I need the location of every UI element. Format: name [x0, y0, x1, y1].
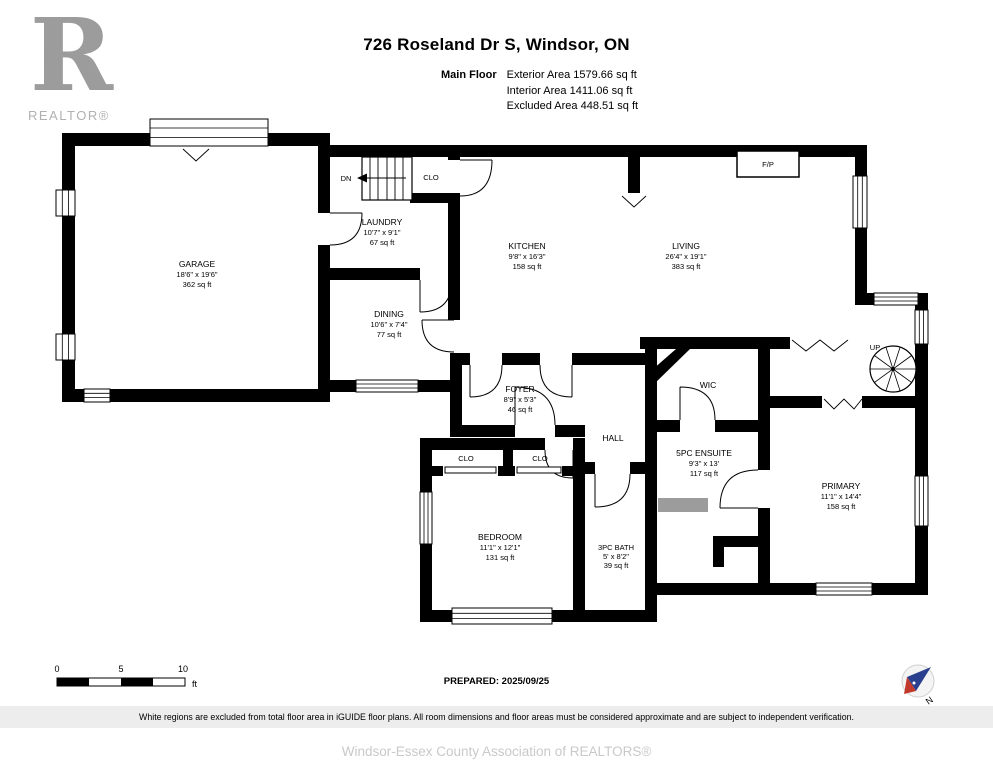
- scale-unit: ft: [192, 679, 198, 689]
- realtor-logo: R REALTOR®: [28, 2, 146, 123]
- interior-area: Interior Area 1411.06 sq ft: [506, 84, 633, 97]
- hall-label: HALL: [602, 433, 624, 443]
- north-label: N: [924, 695, 935, 707]
- scale-tick-0: 0: [54, 664, 59, 674]
- disclaimer-bar: White regions are excluded from total fl…: [0, 706, 993, 728]
- dining-dims: 10'6" x 7'4": [371, 320, 408, 329]
- floor-label: Main Floor: [441, 69, 497, 81]
- laundry-area: 67 sq ft: [370, 238, 396, 247]
- bath-area: 39 sq ft: [604, 561, 630, 570]
- garage-dims: 18'6" x 19'6": [176, 270, 217, 279]
- scale-bar: 0 5 10 ft: [54, 664, 197, 689]
- realtor-logo-mark: R: [30, 0, 114, 114]
- excluded-area: Excluded Area 448.51 sq ft: [506, 100, 639, 112]
- opening-marks: [182, 148, 863, 410]
- floor-summary: Main Floor Exterior Area 1579.66 sq ft I…: [441, 68, 638, 115]
- kitchen-label: KITCHEN: [508, 241, 545, 251]
- realtor-logo-text: REALTOR®: [28, 108, 110, 123]
- wic-label: WIC: [700, 380, 717, 390]
- kitchen-area: 158 sq ft: [513, 262, 543, 271]
- closet-doors: [444, 466, 562, 474]
- closet-label-left: CLO: [458, 454, 474, 463]
- dining-label: DINING: [374, 309, 404, 319]
- ensuite-label: 5PC ENSUITE: [676, 448, 732, 458]
- room-labels: GARAGE 18'6" x 19'6" 362 sq ft LAUNDRY 1…: [176, 160, 880, 570]
- bedroom-dims: 11'1" x 12'1": [480, 543, 521, 552]
- garage-label: GARAGE: [179, 259, 216, 269]
- closet-label-top: CLO: [423, 173, 439, 182]
- primary-dims: 11'1" x 14'4": [821, 492, 862, 501]
- living-dims: 26'4" x 19'1": [665, 252, 706, 261]
- page-title: 726 Roseland Dr S, Windsor, ON: [363, 35, 630, 54]
- primary-label: PRIMARY: [822, 481, 861, 491]
- ensuite-area: 117 sq ft: [690, 469, 719, 478]
- exterior-area: Exterior Area 1579.66 sq ft: [506, 69, 637, 81]
- bedroom-label: BEDROOM: [478, 532, 522, 542]
- compass-icon: N: [901, 664, 935, 707]
- living-area: 383 sq ft: [672, 262, 702, 271]
- stairs-down-label: DN: [341, 174, 352, 183]
- fireplace: [736, 150, 800, 178]
- spiral-staircase-up: [869, 345, 917, 393]
- windows: [55, 118, 929, 625]
- scale-tick-10: 10: [178, 664, 188, 674]
- vanity-counter: [658, 498, 708, 512]
- laundry-label: LAUNDRY: [362, 217, 403, 227]
- fireplace-label: F/P: [762, 160, 774, 169]
- closet-label-right: CLO: [532, 454, 548, 463]
- bath-dims: 5' x 8'2": [603, 552, 629, 561]
- association-credit: Windsor-Essex County Association of REAL…: [341, 744, 652, 759]
- kitchen-dims: 9'8" x 16'3": [509, 252, 546, 261]
- laundry-dims: 10'7" x 9'1": [364, 228, 401, 237]
- living-label: LIVING: [672, 241, 700, 251]
- staircase-down: [357, 156, 413, 201]
- ensuite-dims: 9'3" x 13': [689, 459, 720, 468]
- bedroom-area: 131 sq ft: [486, 553, 516, 562]
- foyer-label: FOYER: [505, 384, 534, 394]
- foyer-dims: 8'9" x 5'3": [504, 395, 537, 404]
- door-swings: [329, 159, 759, 509]
- bath-label: 3PC BATH: [598, 543, 634, 552]
- dining-area: 77 sq ft: [377, 330, 403, 339]
- foyer-area: 46 sq ft: [508, 405, 534, 414]
- scale-tick-5: 5: [118, 664, 123, 674]
- area-summary: Exterior Area 1579.66 sq ft Interior Are…: [507, 68, 638, 115]
- garage-area: 362 sq ft: [183, 280, 213, 289]
- prepared-date: PREPARED: 2025/09/25: [443, 676, 550, 687]
- stairs-up-label: UP: [870, 343, 880, 352]
- primary-area: 158 sq ft: [827, 502, 857, 511]
